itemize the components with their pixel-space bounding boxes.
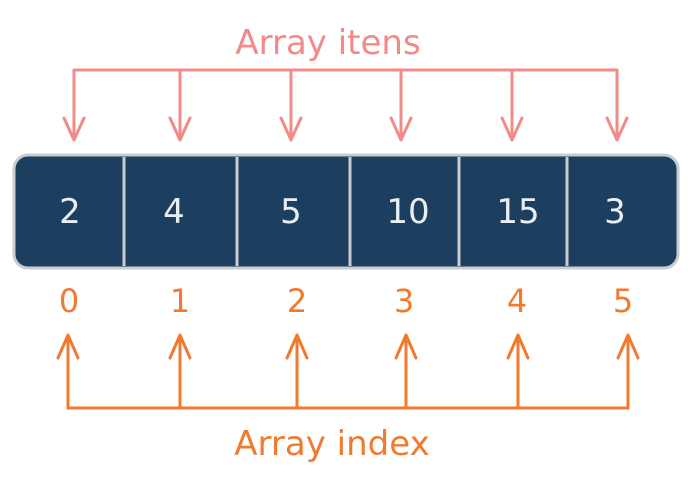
index-value: 2 [287,282,307,320]
index-labels: 0 1 2 3 4 5 [59,282,633,320]
index-bracket [56,333,640,410]
index-arrow-0 [56,333,80,410]
index-value: 4 [507,282,527,320]
index-arrow-5 [616,333,640,410]
array-index-label: Array index [234,424,429,464]
index-arrow-2 [285,333,309,410]
array-cell-value: 4 [163,192,185,232]
items-arrow-1 [168,68,192,142]
array-cell-value: 5 [280,192,302,232]
index-arrow-4 [506,333,530,410]
items-bracket [62,68,629,142]
array-container [12,153,680,270]
array-cell-value: 15 [496,192,539,232]
index-arrow-3 [394,333,418,410]
items-arrow-0 [62,68,86,142]
array-cell-value: 10 [386,192,429,232]
items-arrow-4 [500,68,524,142]
items-arrow-3 [389,68,413,142]
index-value: 0 [59,282,79,320]
items-arrow-2 [279,68,303,142]
index-value: 1 [170,282,190,320]
index-value: 5 [613,282,633,320]
array-cell-value: 3 [604,192,626,232]
index-value: 3 [394,282,414,320]
items-arrow-5 [605,68,629,142]
index-arrow-1 [168,333,192,410]
array-cell-value: 2 [59,192,81,232]
array-box: 2 4 5 10 15 3 [12,153,680,270]
array-items-label: Array itens [235,23,420,63]
